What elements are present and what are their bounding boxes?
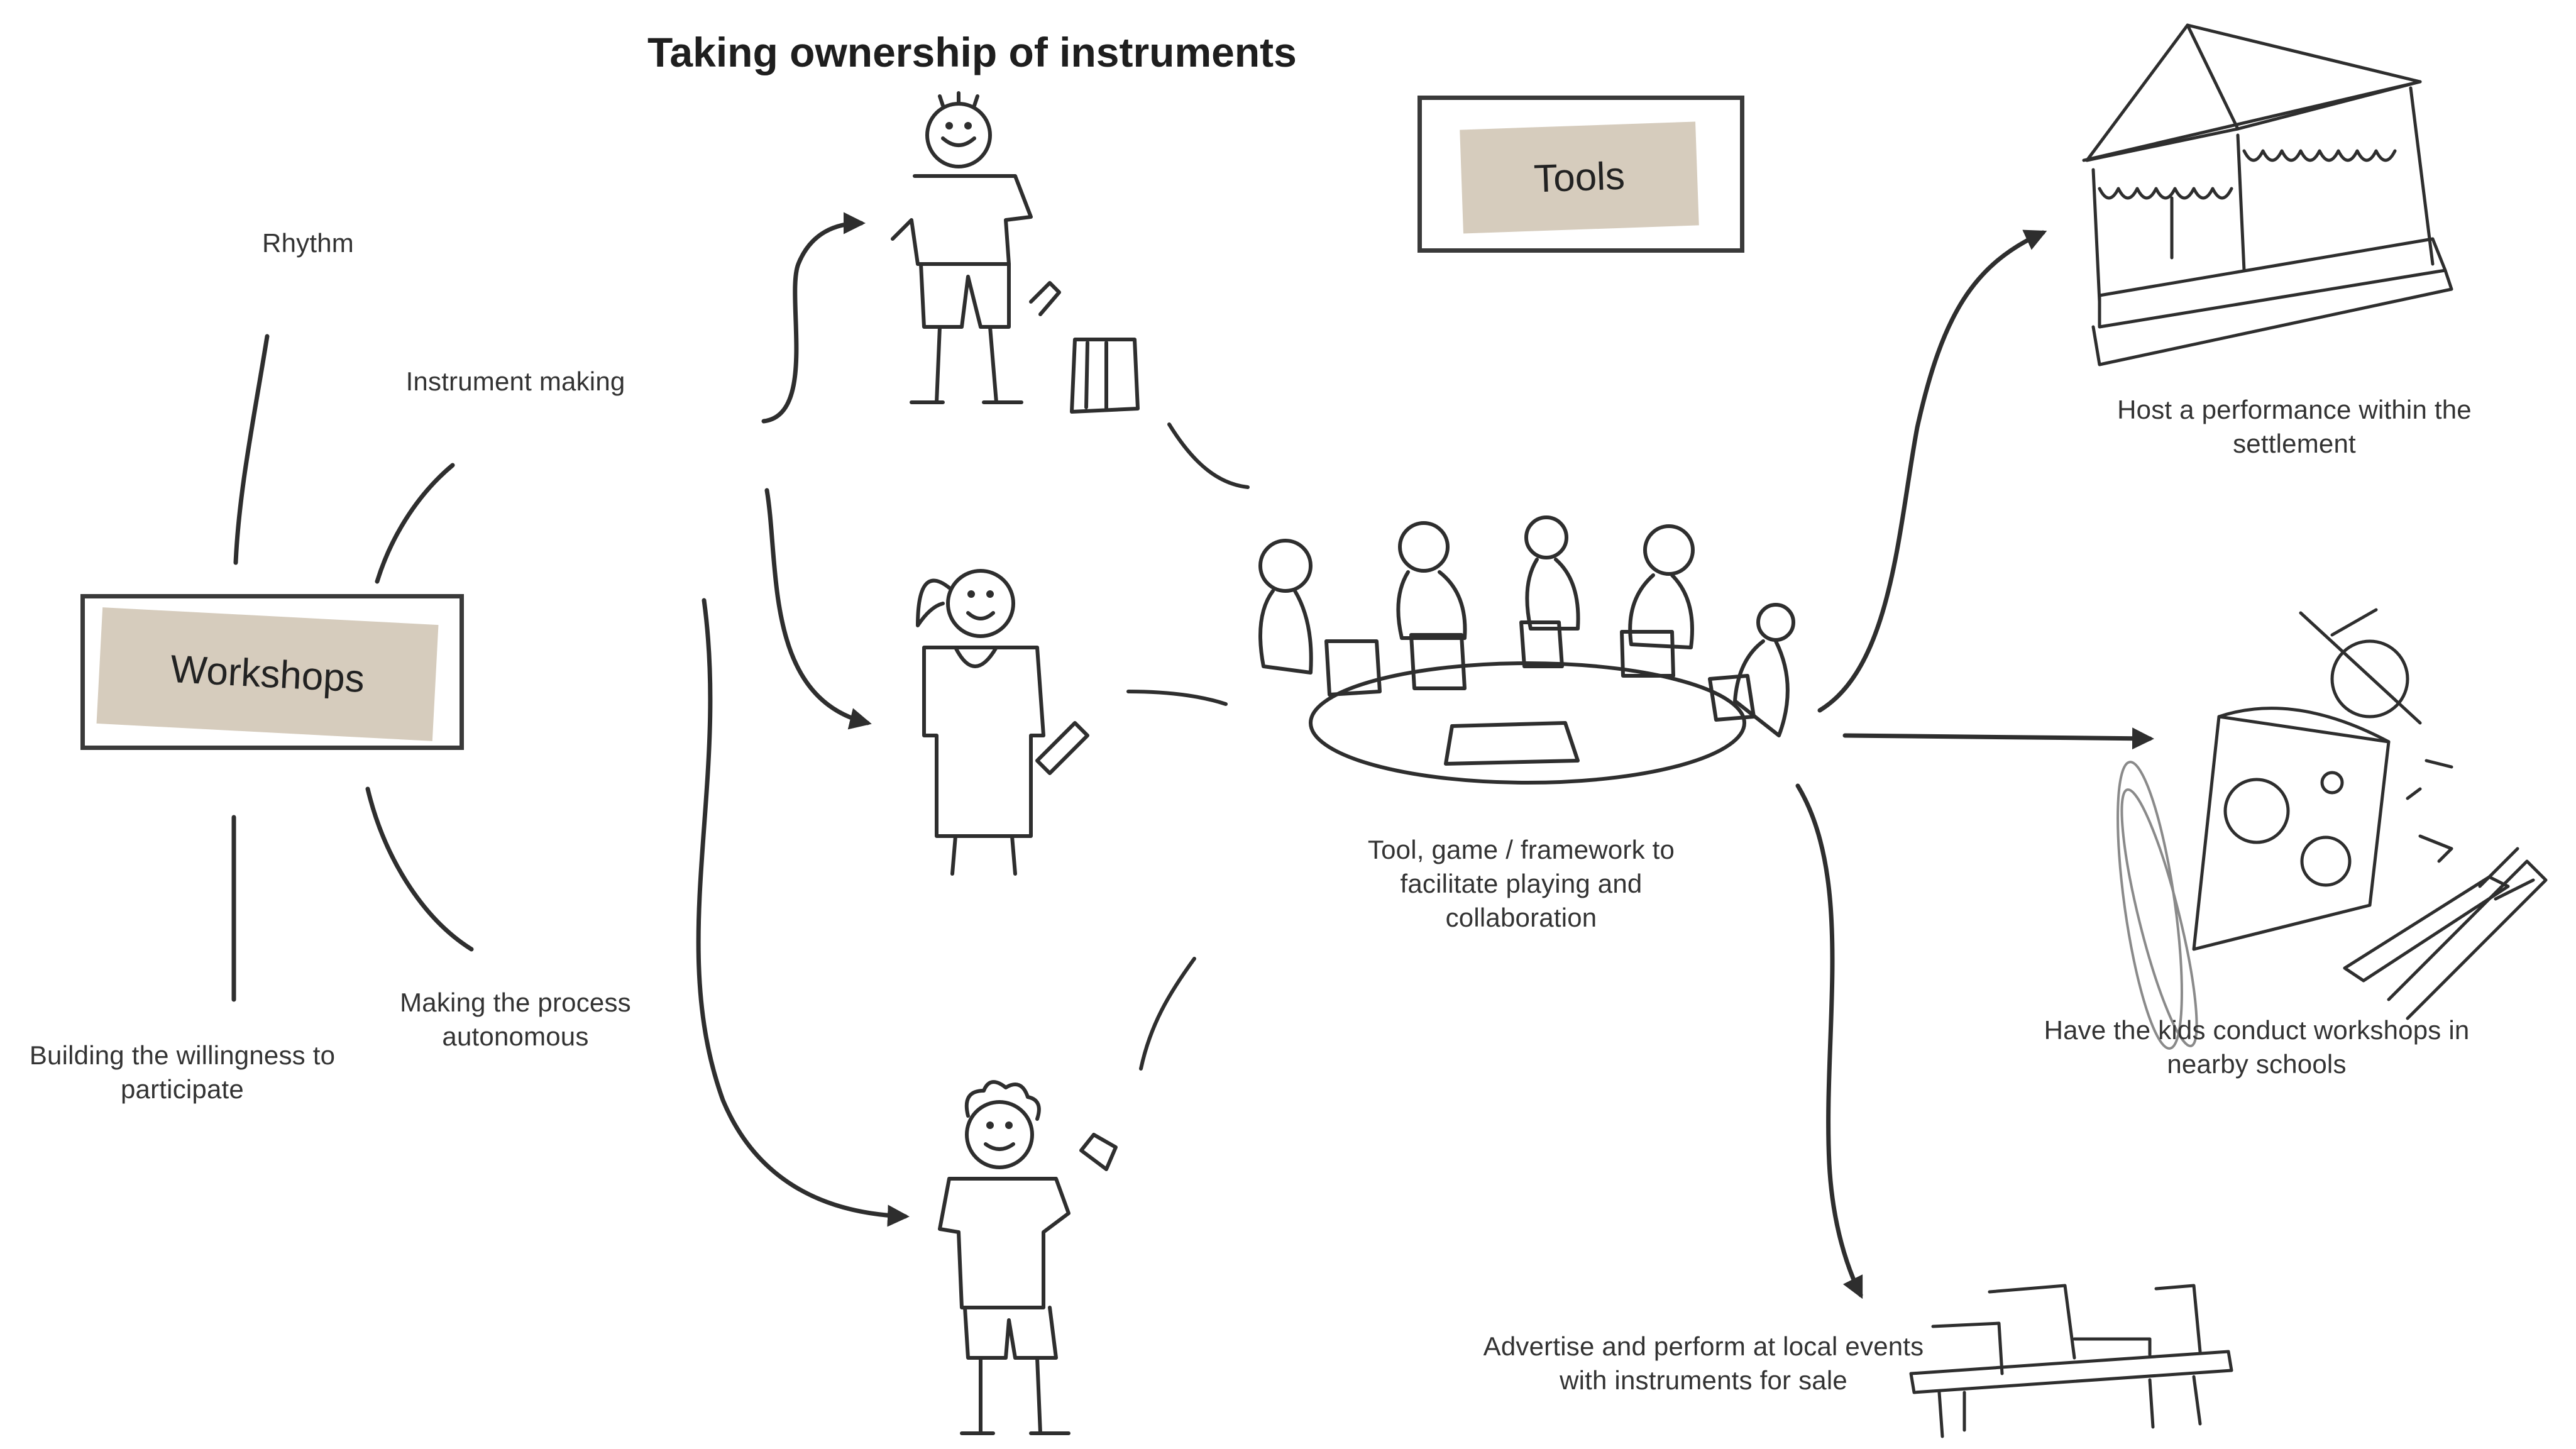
tools-box-frame (1417, 96, 1744, 253)
tent-stage-sketch (2082, 23, 2453, 366)
output-arrows (1795, 229, 2154, 1299)
arrow-to-advertise (1795, 783, 1863, 1299)
workshop-spokes (231, 334, 474, 1002)
label-rhythm: Rhythm (262, 228, 354, 258)
spoke-making-process (365, 786, 474, 952)
workshops-box-frame (80, 594, 464, 750)
workshops-box-label: Workshops (96, 607, 439, 741)
kid-to-group-connectors (1126, 422, 1250, 1071)
arrow-to-kid-3 (696, 598, 910, 1227)
label-tool-game: Tool, game / framework to facilitate pla… (1367, 835, 1675, 932)
label-conduct-workshops: Have the kids conduct workshops in nearb… (2044, 1015, 2470, 1079)
label-instrument-making: Instrument making (405, 366, 625, 396)
market-table-sketch (1909, 1284, 2233, 1438)
label-advertise: Advertise and perform at local events wi… (1483, 1331, 1924, 1395)
label-host-performance: Host a performance within the settlement (2117, 395, 2472, 458)
group-collaboration-scene (1258, 515, 1795, 785)
kid-ponytail-figure (916, 569, 1089, 876)
label-willingness: Building the willingness to participate (29, 1040, 336, 1104)
spoke-instrument-making (375, 463, 455, 584)
tools-box-label: Tools (1460, 121, 1699, 234)
kid-curly-figure (938, 1080, 1118, 1435)
hoops-pencil-sketch (2116, 761, 2198, 1050)
spoke-rhythm (233, 334, 270, 565)
instrument-drum-tools-sketch (2192, 608, 2548, 1020)
kid-standing-figure (891, 91, 1140, 414)
arrow-to-kid-2 (764, 488, 872, 730)
diagram-title: Taking ownership of instruments (647, 29, 1297, 75)
arrow-to-kid-1 (761, 212, 866, 424)
label-making-process: Making the process autonomous (400, 988, 631, 1051)
arrow-to-workshops (1842, 727, 2154, 750)
arrow-to-performance (1817, 229, 2047, 713)
kid-arrows (696, 212, 910, 1227)
